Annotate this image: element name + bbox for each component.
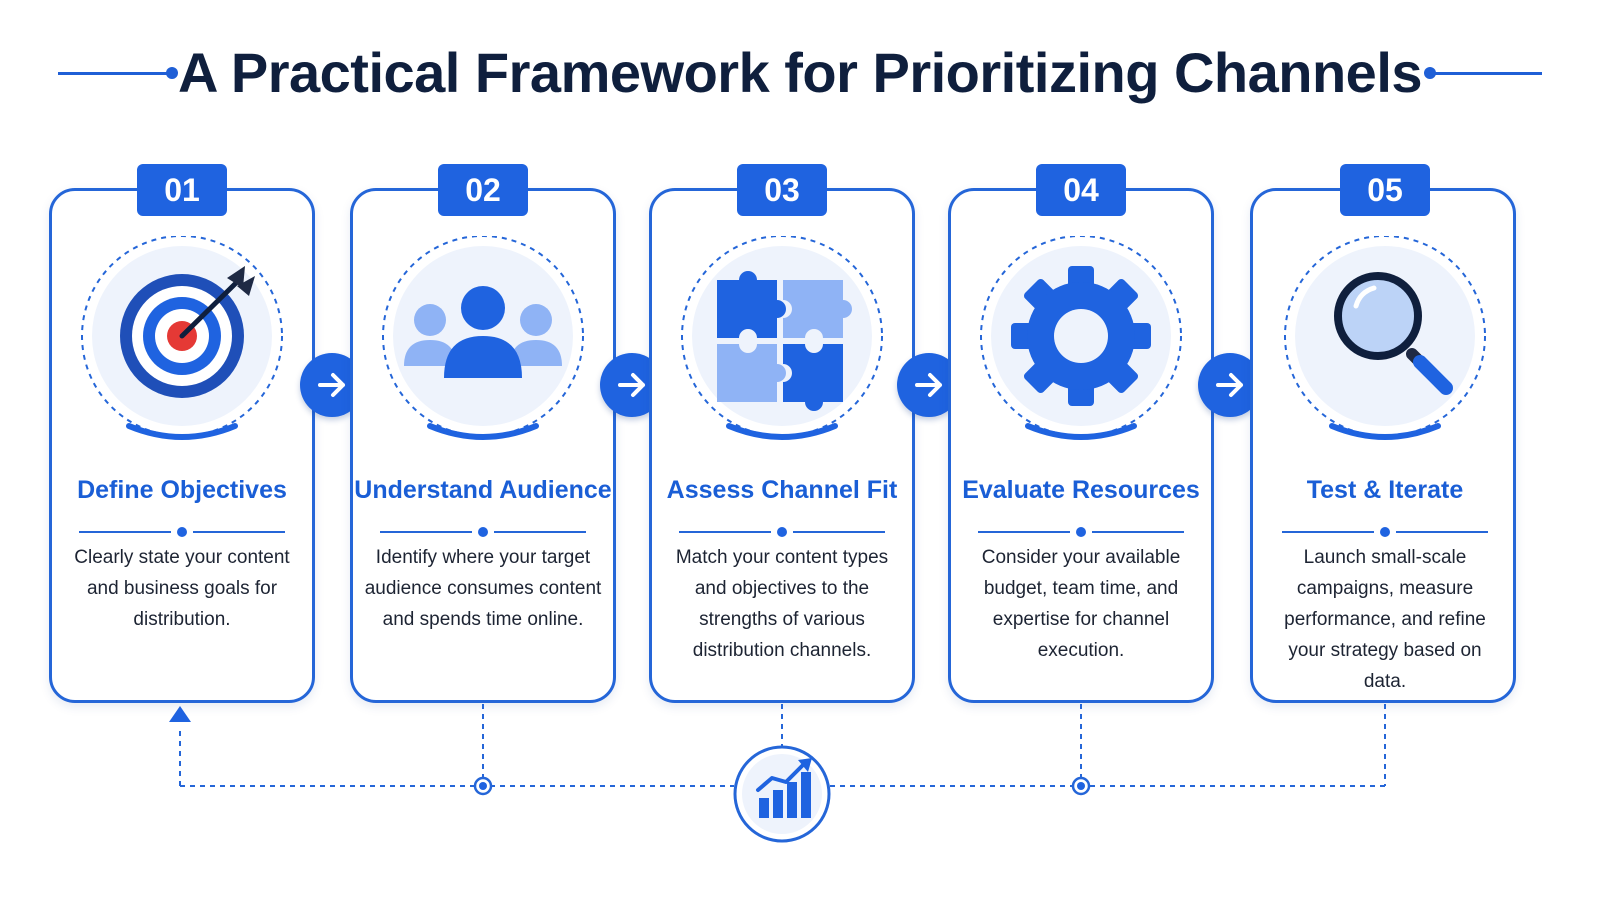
feedback-loop (169, 704, 1386, 843)
step-number-badge-1: 01 (137, 164, 227, 216)
arrow-up-icon (169, 706, 191, 722)
step-number-badge-3: 03 (737, 164, 827, 216)
title-dot-left (166, 67, 178, 79)
growth-chart-icon (733, 745, 831, 843)
puzzle-icon (677, 235, 887, 446)
step-description-4: Consider your available budget, team tim… (981, 547, 1181, 661)
title-row: A Practical Framework for Prioritizing C… (0, 28, 1600, 118)
magnifier-icon (1280, 235, 1490, 446)
arrow-right-icon (1216, 373, 1243, 397)
step-number-badge-4: 04 (1036, 164, 1126, 216)
step-number-badge-2: 02 (438, 164, 528, 216)
step-title-4: Evaluate Resources (962, 476, 1200, 504)
step-divider-5 (1280, 525, 1490, 539)
arrow-right-icon (915, 373, 942, 397)
step-number-badge-5: 05 (1340, 164, 1430, 216)
step-description-3: Match your content types and objectives … (675, 547, 889, 661)
step-description-2: Identify where your target audience cons… (364, 547, 602, 630)
step-description-5: Launch small-scale campaigns, measure pe… (1284, 547, 1486, 692)
step-divider-2 (378, 525, 588, 539)
gear-icon (976, 235, 1186, 446)
title-line-right (1432, 72, 1542, 75)
step-divider-4 (976, 525, 1186, 539)
audience-icon (378, 235, 588, 446)
title-line-left (58, 72, 170, 75)
arrow-right-icon (618, 373, 645, 397)
step-card-3 (649, 188, 915, 703)
title-dot-right (1424, 67, 1436, 79)
target-icon (77, 235, 287, 446)
arrow-right-icon (318, 373, 345, 397)
step-title-3: Assess Channel Fit (666, 476, 898, 504)
step-description-1: Clearly state your content and business … (74, 547, 290, 630)
step-divider-3 (677, 525, 887, 539)
step-title-1: Define Objectives (77, 476, 287, 504)
step-title-2: Understand Audience (354, 476, 612, 504)
page-title: A Practical Framework for Prioritizing C… (177, 41, 1423, 104)
step-divider-1 (77, 525, 287, 539)
step-title-5: Test & Iterate (1306, 476, 1464, 504)
